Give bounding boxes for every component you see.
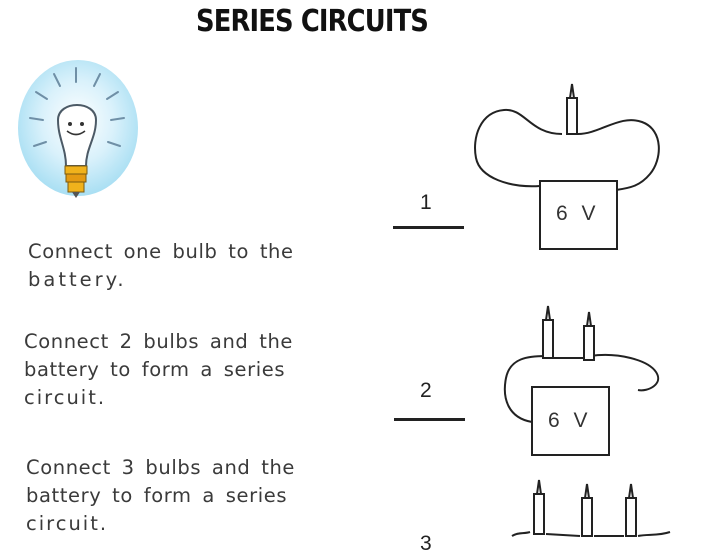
instruction-line: battery. [28, 268, 127, 291]
instruction-line: Connect 3 bulbs and the [26, 456, 296, 479]
battery-label-2: 6 V [548, 409, 592, 432]
page-title: SERIES CIRCUITS [196, 4, 429, 39]
lightbulb-icon [18, 60, 138, 198]
instruction-line: battery to form a series [26, 484, 288, 507]
circuit-diagram-3 [511, 479, 671, 537]
battery-label-1: 6 V [556, 202, 600, 225]
instruction-3: Connect 3 bulbs and the battery to form … [26, 454, 295, 538]
instruction-1: Connect one bulb to the battery. [28, 238, 294, 294]
answer-number-3: 3 [420, 532, 432, 555]
instruction-line: circuit. [24, 386, 107, 409]
answer-line [394, 418, 465, 421]
instruction-line: Connect one bulb to the [28, 240, 294, 263]
circuit-diagram-2 [503, 305, 659, 456]
answer-line [393, 226, 464, 229]
answer-number-1: 1 [420, 191, 432, 214]
answer-number-2: 2 [420, 379, 432, 402]
circuit-diagram-1 [474, 83, 660, 250]
instruction-2: Connect 2 bulbs and the battery to form … [24, 328, 293, 412]
instruction-line: Connect 2 bulbs and the [24, 330, 294, 353]
instruction-line: battery to form a series [24, 358, 286, 381]
instruction-line: circuit. [26, 512, 109, 535]
